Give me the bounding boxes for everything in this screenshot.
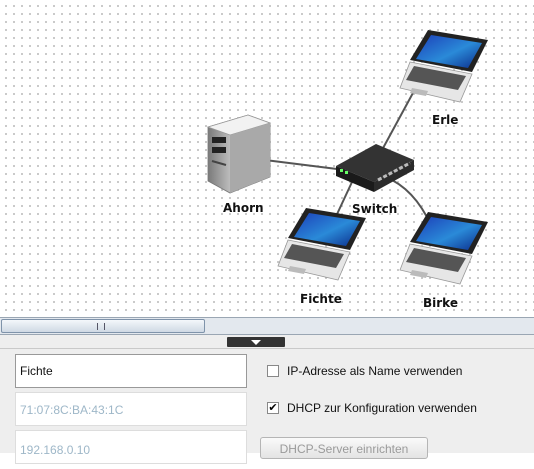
scrollbar-grip-icon xyxy=(97,323,105,330)
dhcp-checkbox[interactable]: ✔ xyxy=(267,401,279,414)
node-label-birke: Birke xyxy=(423,296,458,310)
server-ahorn-icon xyxy=(206,114,272,194)
node-label-ahorn: Ahorn xyxy=(223,201,264,215)
network-canvas[interactable]: Erle Ahorn Switch Fichte Birke xyxy=(0,0,534,317)
node-label-switch: Switch xyxy=(352,202,398,216)
scrollbar-thumb[interactable] xyxy=(1,319,205,333)
link-ahorn-switch xyxy=(264,159,346,171)
laptop-erle-icon xyxy=(399,29,489,103)
ip-address-field: 192.168.0.10 xyxy=(15,430,247,464)
node-label-fichte: Fichte xyxy=(300,292,342,306)
ip-as-name-label: IP-Adresse als Name verwenden xyxy=(287,364,463,378)
node-label-erle: Erle xyxy=(432,113,459,127)
laptop-fichte-icon xyxy=(277,207,367,281)
mac-address-field: 71:07:8C:BA:43:1C xyxy=(15,392,247,426)
dhcp-server-button[interactable]: DHCP-Server einrichten xyxy=(260,437,428,459)
ip-as-name-checkbox[interactable] xyxy=(267,365,279,377)
network-diagram xyxy=(206,29,489,285)
dhcp-label: DHCP zur Konfiguration verwenden xyxy=(287,401,477,415)
name-field[interactable] xyxy=(15,354,247,388)
horizontal-scrollbar[interactable] xyxy=(0,317,534,335)
switch-icon xyxy=(336,144,414,192)
collapse-panel-button[interactable] xyxy=(227,337,285,347)
panel-divider xyxy=(0,335,534,349)
laptop-birke-icon xyxy=(399,211,489,285)
